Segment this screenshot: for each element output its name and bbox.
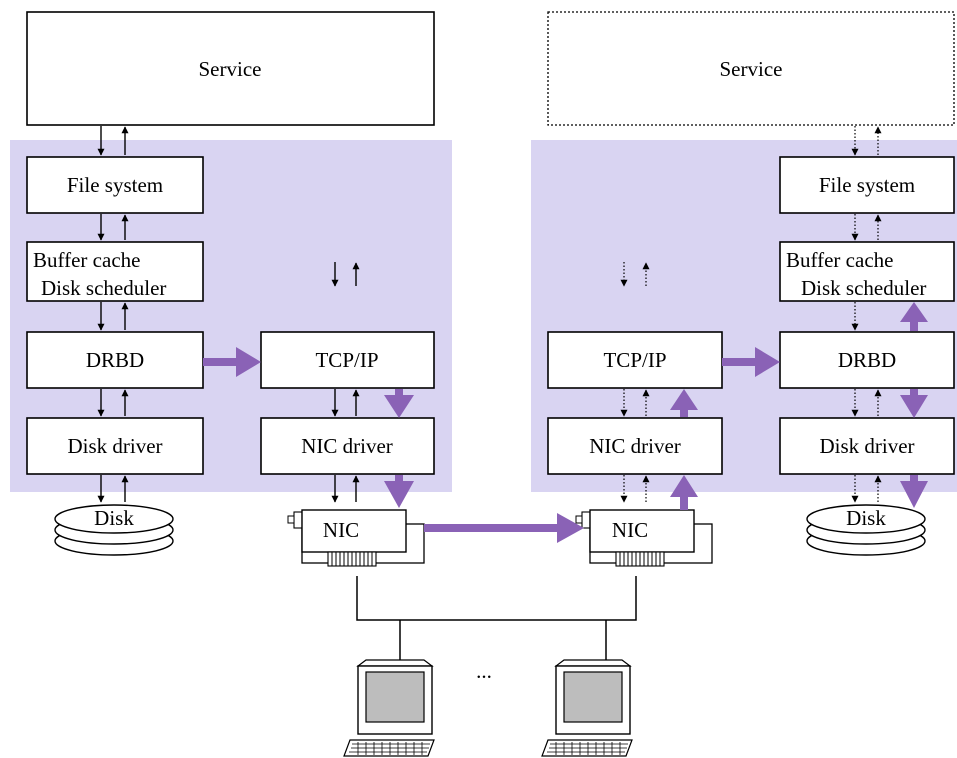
client-network: ... [343,576,637,757]
primary-disk-icon: Disk [54,504,174,556]
flow-nic-to-nic [424,513,584,543]
primary-service-label: Service [199,57,262,81]
secondary-nic-card-icon: NIC [575,509,713,567]
secondary-service-label: Service [720,57,783,81]
flow-drbd-to-disk-driver [900,389,928,418]
flow-nic-driver-to-nic [384,475,414,508]
secondary-disk-label: Disk [846,506,886,530]
secondary-nic-label: NIC [612,518,648,542]
replication-data-flow [203,302,928,543]
secondary-file-system-label: File system [819,173,915,197]
secondary-tcpip-box: TCP/IP [547,331,723,389]
primary-disk-scheduler-label: Disk scheduler [41,276,166,300]
secondary-disk-scheduler-label: Disk scheduler [801,276,926,300]
primary-service-box: Service [26,11,435,126]
primary-nic-card-icon: NIC [287,509,425,567]
flow-disk-driver-to-disk [900,475,928,508]
primary-tcpip-box: TCP/IP [260,331,435,389]
primary-disk-label: Disk [94,506,134,530]
secondary-disk-icon: Disk [806,504,926,556]
primary-drbd-label: DRBD [86,348,144,372]
flow-nic-to-nic-driver [670,475,698,510]
secondary-nic-driver-box: NIC driver [547,417,723,475]
primary-buffer-cache-box: Buffer cache Disk scheduler [26,241,204,302]
secondary-disk-driver-box: Disk driver [779,417,955,475]
primary-drbd-box: DRBD [26,331,204,389]
secondary-file-system-box: File system [779,156,955,214]
primary-buffer-cache-label: Buffer cache [33,248,140,272]
primary-file-system-label: File system [67,173,163,197]
primary-file-system-box: File system [26,156,204,214]
secondary-tcpip-label: TCP/IP [603,348,666,372]
secondary-service-box: Service [547,11,955,126]
primary-disk-driver-label: Disk driver [67,434,162,458]
primary-io-arrows [97,126,360,503]
network-bus [356,576,637,621]
secondary-nic-driver-label: NIC driver [589,434,681,458]
secondary-drbd-box: DRBD [779,331,955,389]
flow-nic-driver-to-tcpip [670,389,698,417]
primary-nic-label: NIC [323,518,359,542]
flow-drbd-to-tcpip [203,347,261,377]
primary-nic-driver-box: NIC driver [260,417,435,475]
clients-ellipsis: ... [476,659,492,683]
flow-drbd-to-buffer-cache [900,302,928,331]
primary-disk-driver-box: Disk driver [26,417,204,475]
secondary-buffer-cache-box: Buffer cache Disk scheduler [779,241,955,302]
primary-tcpip-label: TCP/IP [315,348,378,372]
primary-nic-driver-label: NIC driver [301,434,393,458]
secondary-node: Service File system Buffer cache Disk sc… [547,11,955,567]
secondary-drbd-label: DRBD [838,348,896,372]
secondary-disk-driver-label: Disk driver [819,434,914,458]
flow-tcpip-to-drbd [722,347,780,377]
primary-node: Service File system Buffer cache Disk sc… [26,11,435,567]
secondary-io-arrows [620,126,882,503]
client-computer-1-icon [343,659,435,757]
client-computer-2-icon [541,659,633,757]
flow-tcpip-to-nic-driver [384,389,414,418]
secondary-buffer-cache-label: Buffer cache [786,248,893,272]
